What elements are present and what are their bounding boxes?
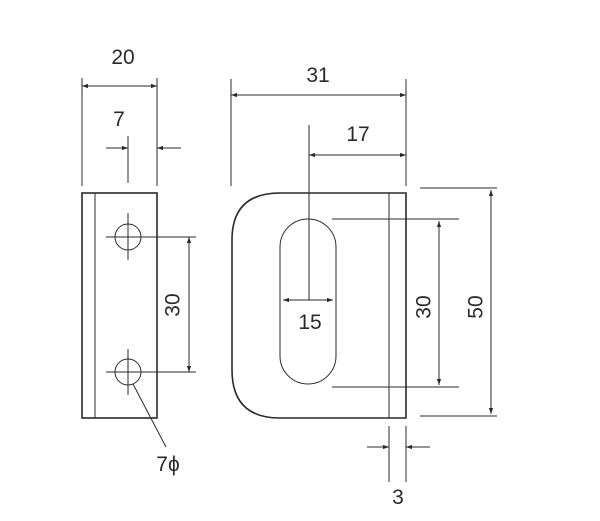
side-plate-outline <box>81 192 158 419</box>
dim-label-slot-offset: 17 <box>346 123 369 146</box>
front-view: 31 17 15 30 50 3 <box>230 64 497 509</box>
dim-label-hole-diameter: 7ϕ <box>156 453 179 476</box>
front-plate-outline <box>231 192 407 419</box>
side-view: 20 7 30 7ϕ <box>81 46 196 476</box>
hole-diameter-leader <box>132 383 167 448</box>
dim-label-hole-offset: 7 <box>113 108 125 131</box>
dim-label-width: 20 <box>111 46 134 69</box>
slot <box>279 218 337 385</box>
dim-label-hole-spacing: 30 <box>162 293 185 316</box>
dim-label-slot-length: 30 <box>413 295 436 318</box>
dim-label-slot-width: 15 <box>298 311 321 334</box>
dim-label-length: 31 <box>306 64 329 87</box>
dim-label-thickness: 3 <box>392 486 404 509</box>
dim-label-height: 50 <box>465 295 488 318</box>
